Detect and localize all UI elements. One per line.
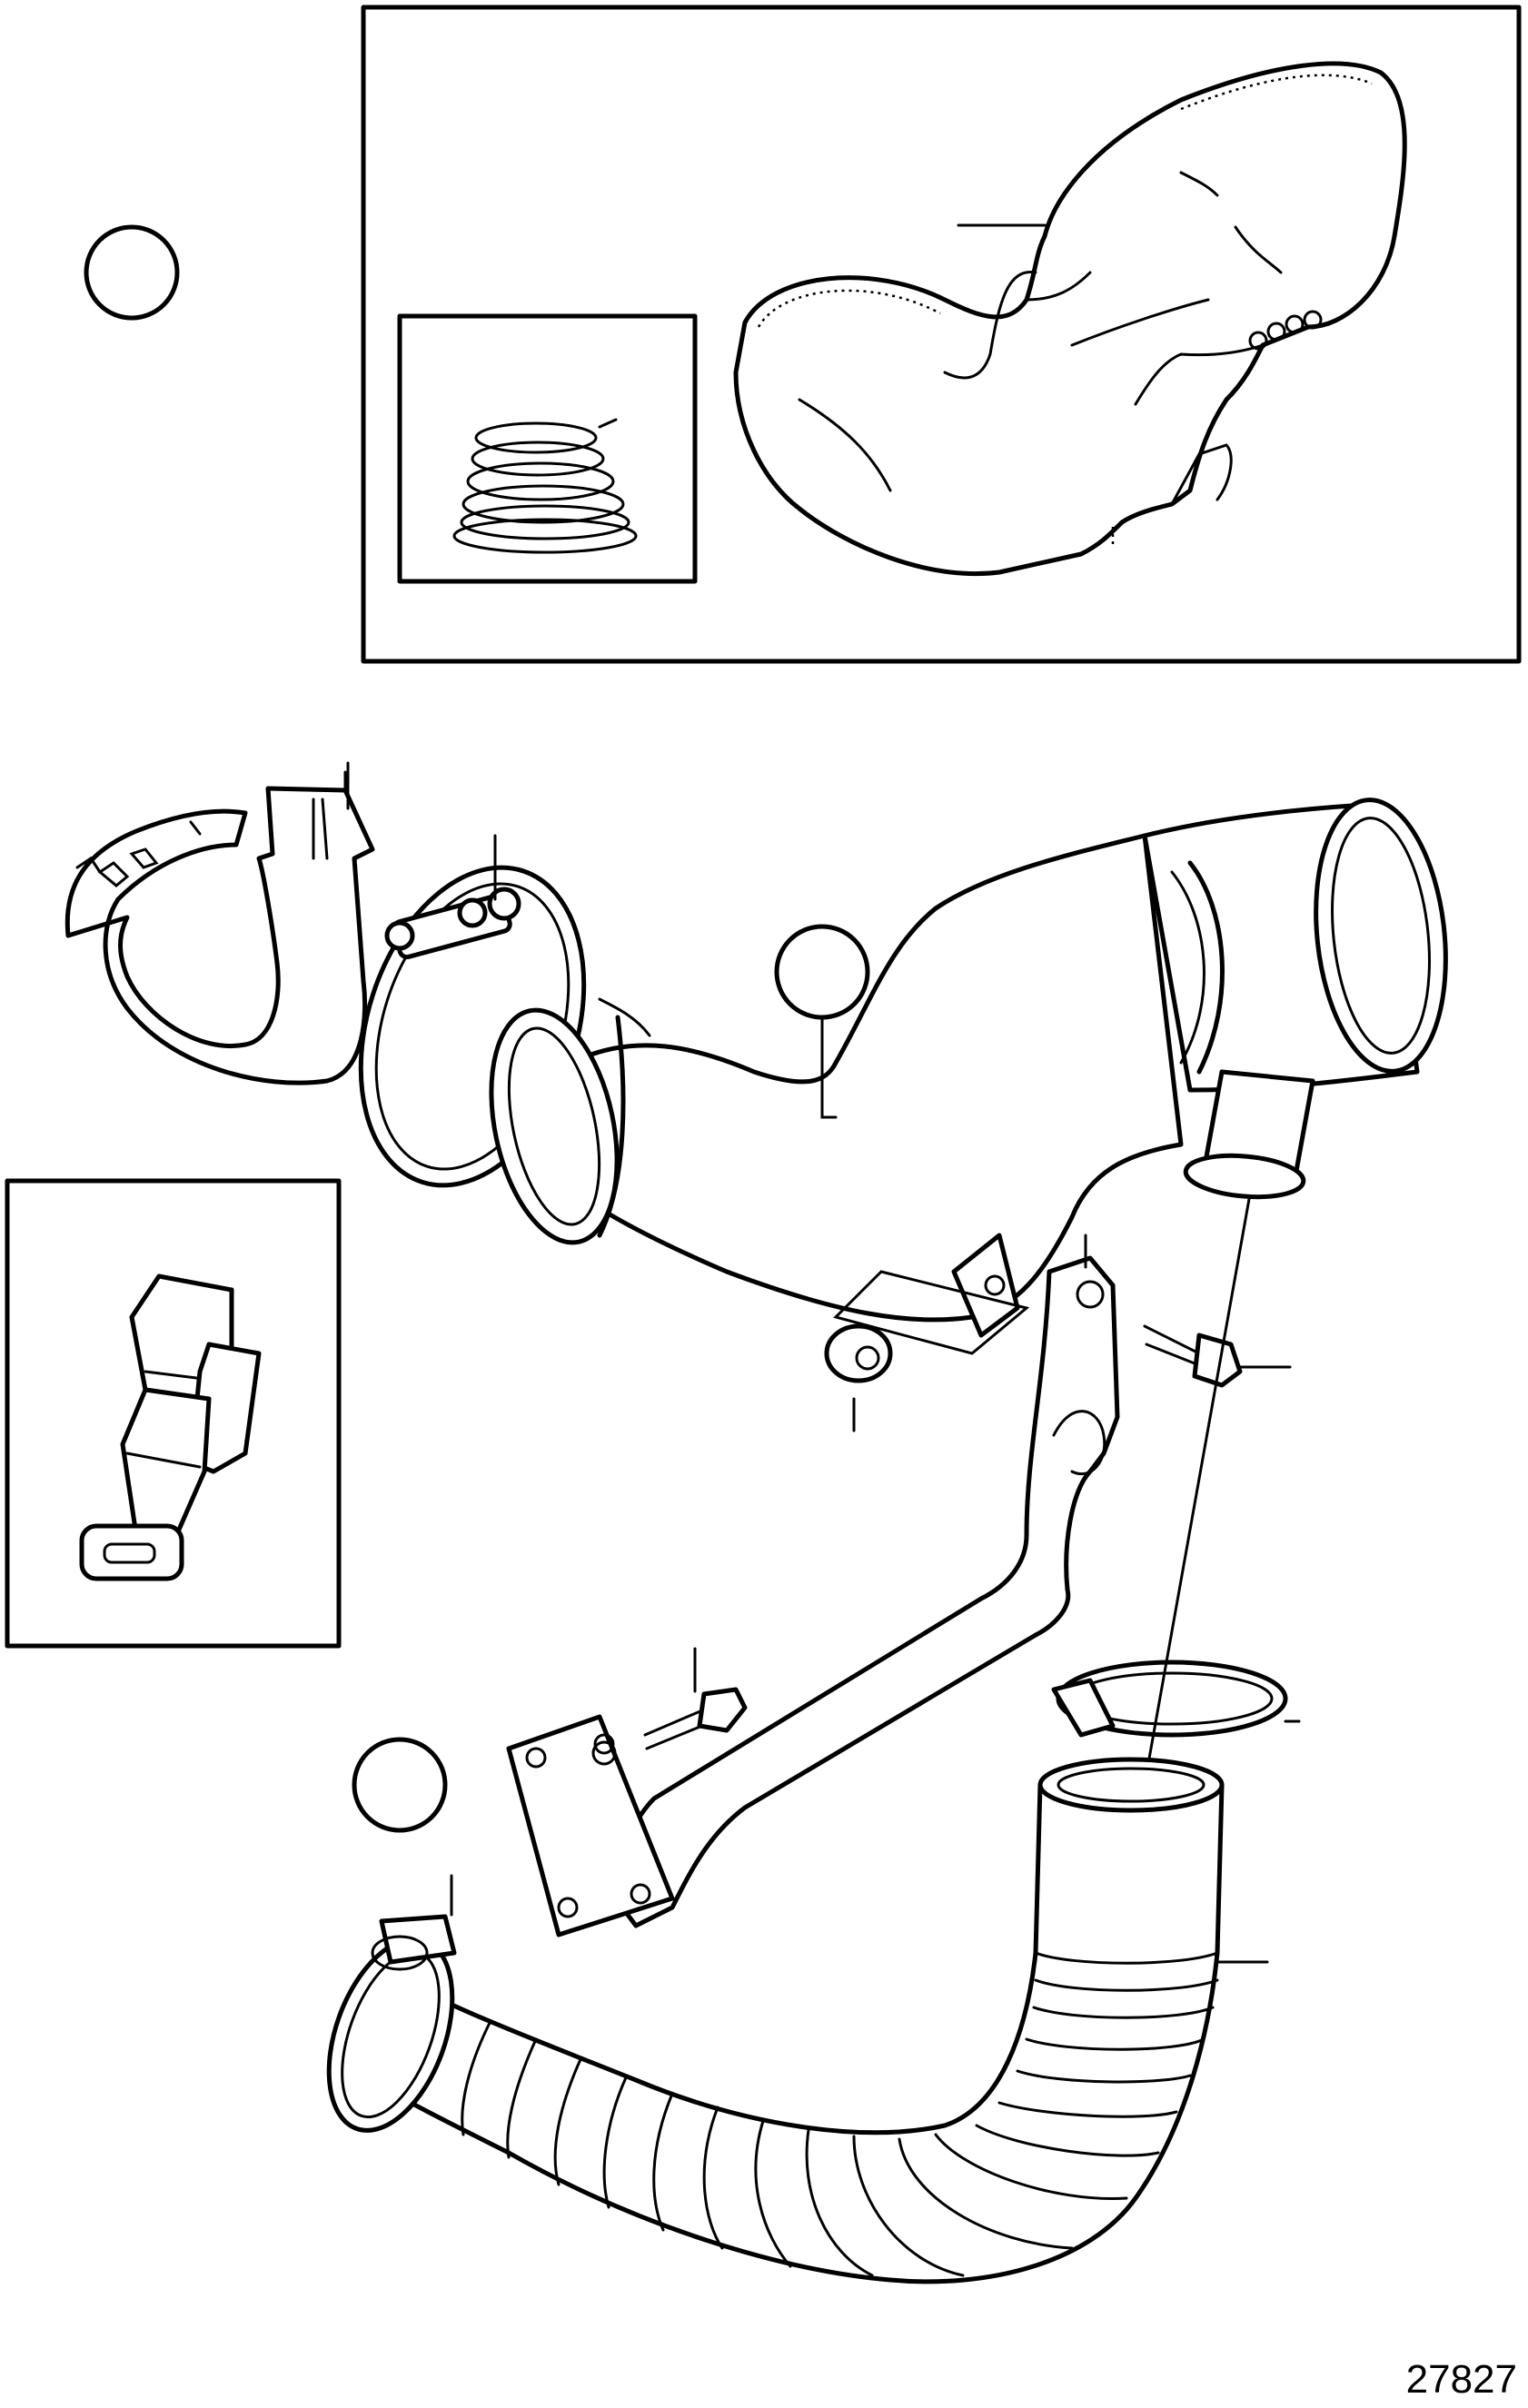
callout-circle-a — [84, 224, 180, 321]
alignment-line — [1134, 1197, 1251, 1837]
flange-nut — [824, 1323, 893, 1432]
connector-inset-box — [5, 1178, 342, 1649]
heat-shield-band — [64, 761, 375, 1085]
callout-circle-b — [774, 924, 870, 1037]
cover-inset-box — [361, 5, 1522, 664]
spring-inset-box — [397, 313, 698, 584]
callout-circle-c — [352, 1737, 448, 1833]
support-bracket — [506, 1234, 1120, 1937]
hose-clamp-lower — [326, 1874, 457, 2133]
flange-bolt — [643, 1647, 748, 1750]
exhaust-pipe — [489, 798, 1448, 1355]
bracket-bolt — [1143, 1324, 1292, 1388]
bolt-washer — [591, 1740, 617, 1766]
protective-cover-sleeve — [733, 61, 1407, 577]
electrical-connector — [79, 1273, 262, 1581]
figure-number: 27827 — [1405, 2357, 1517, 2402]
hose-clamp-upper — [1051, 1660, 1301, 1738]
coil-spring — [452, 418, 638, 554]
flexible-exhaust-hose — [352, 1757, 1269, 2284]
